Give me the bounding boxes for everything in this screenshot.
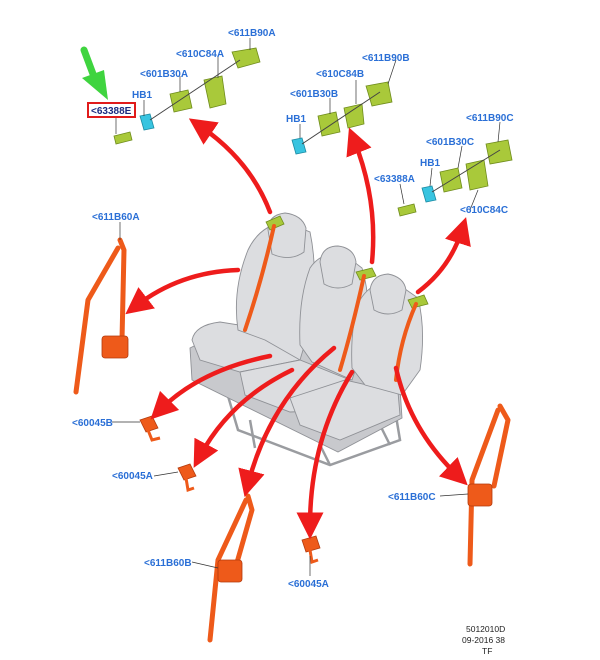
footer-code: 5012010D [466, 624, 505, 634]
diagram-footer: 5012010D 09-2016 38 TF [462, 624, 505, 656]
red-arrow-icon [125, 118, 471, 540]
buckle-60045a-bottom [301, 535, 321, 564]
label-hb1-a[interactable]: HB1 [132, 90, 152, 101]
label-611b60b[interactable]: <611B60B [144, 558, 192, 569]
label-611b60c[interactable]: <611B60C [388, 492, 436, 503]
green-arrow-icon [80, 46, 108, 100]
upper-anchor-group-c [397, 139, 513, 217]
footer-initials: TF [482, 646, 492, 656]
buckle-60045b [139, 415, 161, 442]
label-610c84a[interactable]: <610C84A [176, 49, 224, 60]
highlight-box [87, 102, 136, 118]
label-611b90c[interactable]: <611B90C [466, 113, 514, 124]
label-611b90a[interactable]: <611B90A [228, 28, 276, 39]
label-63388a[interactable]: <63388A [374, 174, 415, 185]
label-60045a-left[interactable]: <60045A [112, 471, 153, 482]
label-601b30c[interactable]: <601B30C [426, 137, 474, 148]
label-63388e[interactable]: <63388E [91, 106, 132, 117]
label-610c84b[interactable]: <610C84B [316, 69, 364, 80]
label-601b30b[interactable]: <601B30B [290, 89, 338, 100]
label-hb1-c[interactable]: HB1 [420, 158, 440, 169]
upper-anchor-group-b [291, 81, 393, 155]
upper-anchor-group-a [113, 47, 261, 145]
belt-retractor-611b60b [207, 493, 255, 643]
footer-date: 09-2016 38 [462, 635, 505, 645]
label-60045a-bottom[interactable]: <60045A [288, 579, 329, 590]
label-611b90b[interactable]: <611B90B [362, 53, 410, 64]
label-611b60a[interactable]: <611B60A [92, 212, 140, 223]
part-labels: <611B90A <610C84A <601B30A HB1 <63388E <… [72, 28, 514, 590]
belt-retractor-611b60c [467, 403, 511, 567]
label-60045b[interactable]: <60045B [72, 418, 113, 429]
label-601b30a[interactable]: <601B30A [140, 69, 188, 80]
belt-retractor-611b60a [73, 237, 129, 395]
rear-seat-assembly [189, 212, 429, 467]
leader-lines [112, 38, 501, 576]
label-hb1-b[interactable]: HB1 [286, 114, 306, 125]
label-610c84c[interactable]: <610C84C [460, 205, 508, 216]
buckle-60045a-left [177, 463, 197, 492]
